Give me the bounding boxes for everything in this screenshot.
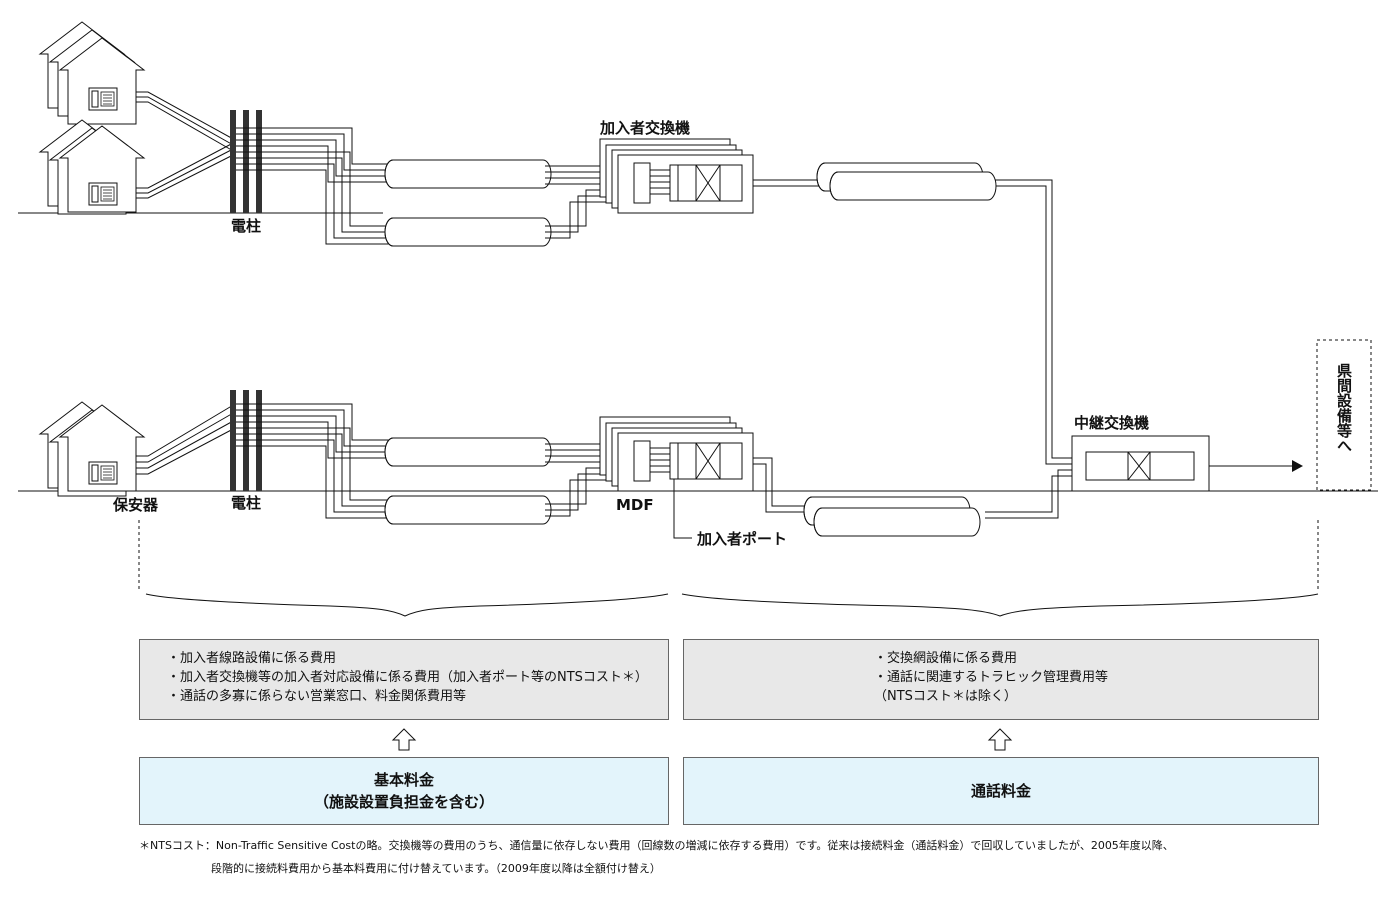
subscriber-switch-bottom — [599, 416, 754, 492]
cable-top-2 — [384, 217, 552, 247]
subscriber-switch-label: 加入者交換機 — [599, 119, 690, 137]
house-group-bottom — [39, 401, 145, 497]
protector-label: 保安器 — [112, 496, 159, 514]
basic-fee-title: 基本料金 — [373, 771, 434, 789]
call-fee-title: 通話料金 — [970, 782, 1031, 800]
cable-bottom-1 — [384, 437, 552, 467]
relay-switch — [1071, 435, 1210, 492]
utility-pole-top — [230, 110, 262, 213]
left-cost-item: ・加入者交換機等の加入者対応設備に係る費用（加入者ポート等のNTSコスト＊） — [167, 670, 648, 685]
footnote-line-2: 段階的に接続料費用から基本料費用に付け替えています。（2009年度以降は全額付け… — [211, 862, 661, 875]
mdf-port-wires-bottom — [650, 447, 670, 473]
right-cost-item: ・交換網設備に係る費用 — [874, 651, 1018, 666]
basic-fee-box: 基本料金 （施設設置負担金を含む） — [139, 757, 669, 825]
drop-wires-bottom — [136, 403, 236, 475]
division-lines — [138, 520, 1319, 592]
relay-switch-label: 中継交換機 — [1074, 414, 1149, 432]
subscriber-switch-top — [599, 138, 754, 214]
mdf-label: MDF — [616, 496, 654, 514]
utility-pole-label-bottom: 電柱 — [231, 494, 261, 512]
arrow-head-icon — [1292, 460, 1303, 472]
cable-trunk-bottom — [803, 496, 981, 537]
right-cost-item: ・通話に関連するトラヒック管理費用等 — [874, 670, 1109, 685]
left-cost-item: ・加入者線路設備に係る費用 — [167, 651, 337, 666]
house-group-top-1 — [39, 21, 145, 125]
utility-pole-label-top: 電柱 — [231, 217, 261, 235]
left-cost-box: ・加入者線路設備に係る費用 ・加入者交換機等の加入者対応設備に係る費用（加入者ポ… — [139, 639, 669, 720]
left-cost-item: ・通話の多寡に係らない営業窓口、料金関係費用等 — [167, 689, 467, 704]
brace-right — [681, 593, 1319, 617]
subscriber-port-pointer — [673, 479, 692, 539]
cable-bottom-2 — [384, 495, 552, 525]
feeder-wires-top — [236, 127, 390, 245]
house-group-top-2 — [39, 119, 145, 215]
inter-prefecture-box — [1316, 339, 1372, 491]
cable-trunk-top — [816, 162, 997, 201]
up-arrow-left-icon — [391, 728, 417, 751]
drop-wires-top — [136, 91, 236, 199]
right-cost-box: ・交換網設備に係る費用 ・通話に関連するトラヒック管理費用等 （NTSコスト＊は… — [683, 639, 1319, 720]
footnote-line-1: ＊NTSコスト：Non-Traffic Sensitive Costの略。交換機… — [139, 839, 1174, 852]
mdf-port-wires-top — [650, 169, 670, 195]
feeder-wires-bottom — [236, 403, 390, 519]
phone-icon — [88, 182, 118, 206]
cable-top-1 — [384, 159, 552, 189]
subscriber-port-label: 加入者ポート — [696, 530, 787, 548]
trunk-wires-top — [753, 179, 1086, 465]
phone-icon — [88, 87, 118, 111]
up-arrow-right-icon — [987, 728, 1013, 751]
brace-left — [145, 593, 669, 617]
inter-prefecture-label: 県間設備等へ — [1335, 363, 1353, 453]
right-cost-item: （NTSコスト＊は除く） — [874, 689, 1017, 704]
call-fee-box: 通話料金 — [683, 757, 1319, 825]
basic-fee-subtitle: （施設設置負担金を含む） — [313, 793, 494, 811]
phone-icon — [88, 461, 118, 485]
